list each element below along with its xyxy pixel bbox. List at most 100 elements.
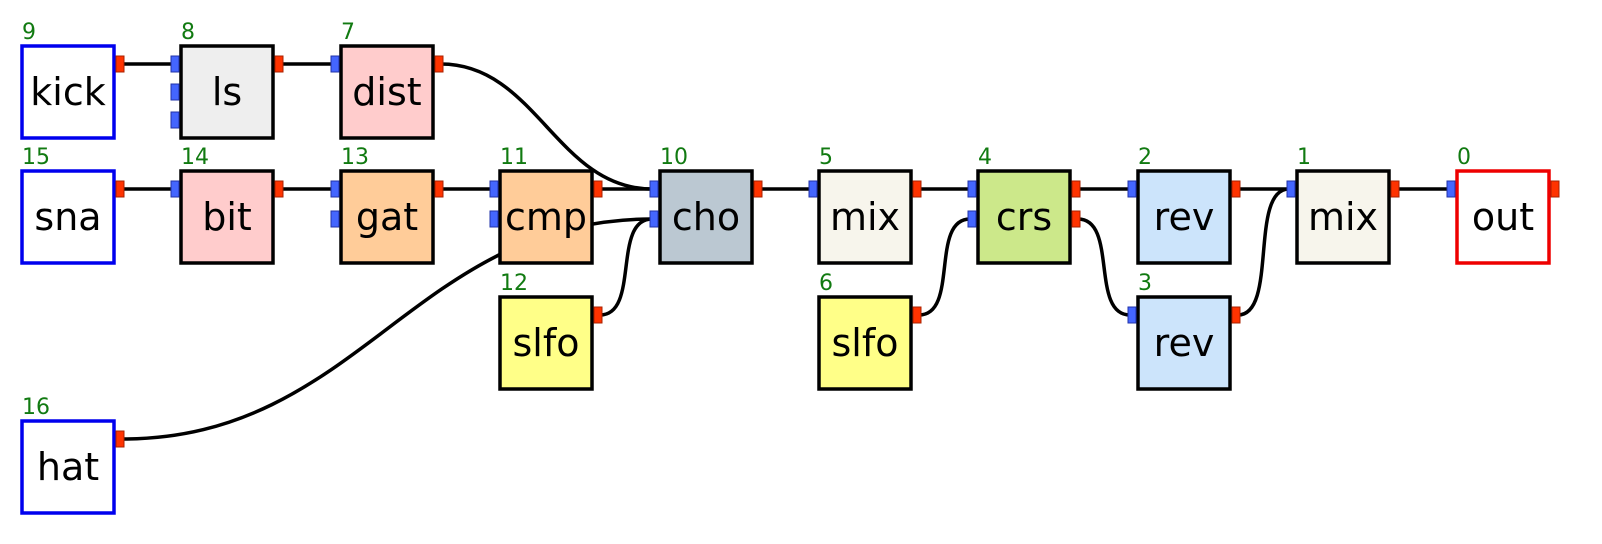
inlet-port-1[interactable] — [967, 210, 977, 228]
node-label: ls — [212, 70, 242, 114]
node-mix-5[interactable]: mix 5 — [808, 145, 922, 265]
node-id-label: 5 — [819, 145, 833, 170]
outlet-port-0[interactable] — [115, 180, 125, 198]
inlet-port-1[interactable] — [170, 83, 180, 101]
outlet-port-0[interactable] — [912, 180, 922, 198]
inlet-port-0[interactable] — [330, 180, 340, 198]
wire-12-to-10[interactable] — [599, 217, 653, 317]
outlet-port-0[interactable] — [115, 55, 125, 73]
node-box[interactable] — [179, 169, 275, 265]
node-label: dist — [352, 70, 421, 114]
node-id-label: 11 — [500, 145, 528, 170]
node-label: cmp — [505, 195, 587, 239]
inlet-port-0[interactable] — [170, 180, 180, 198]
node-label: hat — [37, 445, 99, 489]
outlet-port-0[interactable] — [115, 430, 125, 448]
node-label: sna — [34, 195, 101, 239]
node-box[interactable] — [339, 169, 435, 265]
node-id-label: 7 — [341, 20, 355, 45]
outlet-port-0[interactable] — [753, 180, 763, 198]
wire-layer — [121, 62, 1449, 441]
node-id-label: 9 — [22, 20, 36, 45]
node-label: slfo — [832, 321, 899, 365]
outlet-port-0[interactable] — [1390, 180, 1400, 198]
outlet-port-0[interactable] — [1071, 180, 1081, 198]
node-id-label: 14 — [181, 145, 209, 170]
outlet-port-0[interactable] — [593, 180, 603, 198]
node-label: rev — [1154, 195, 1215, 239]
outlet-port-0[interactable] — [434, 55, 444, 73]
node-hat-16[interactable]: hat 16 — [20, 395, 125, 515]
node-box[interactable] — [1136, 295, 1232, 391]
node-box[interactable] — [339, 44, 435, 140]
inlet-port-0[interactable] — [1446, 180, 1456, 198]
inlet-port-0[interactable] — [330, 55, 340, 73]
node-label: mix — [830, 195, 900, 239]
outlet-port-0[interactable] — [912, 306, 922, 324]
node-box[interactable] — [498, 169, 594, 265]
node-box[interactable] — [179, 44, 275, 140]
node-ls-8[interactable]: ls8 — [170, 20, 284, 140]
wire-4-to-3[interactable] — [1077, 217, 1131, 317]
inlet-port-2[interactable] — [170, 111, 180, 129]
node-box[interactable] — [817, 169, 913, 265]
node-id-label: 0 — [1457, 145, 1471, 170]
wire-7-to-10[interactable] — [440, 62, 653, 191]
node-box[interactable] — [20, 419, 116, 515]
inlet-port-0[interactable] — [808, 180, 818, 198]
node-label: mix — [1308, 195, 1378, 239]
inlet-port-0[interactable] — [489, 180, 499, 198]
node-id-label: 4 — [978, 145, 992, 170]
outlet-port-0[interactable] — [1550, 180, 1560, 198]
node-id-label: 16 — [22, 395, 50, 420]
node-label: slfo — [513, 321, 580, 365]
node-box[interactable] — [498, 295, 594, 391]
node-dist-7[interactable]: dist 7 — [330, 20, 444, 140]
outlet-port-0[interactable] — [274, 180, 284, 198]
inlet-port-1[interactable] — [330, 210, 340, 228]
outlet-port-1[interactable] — [1071, 210, 1081, 228]
wire-6-to-4[interactable] — [918, 217, 971, 317]
node-id-label: 10 — [660, 145, 688, 170]
outlet-port-0[interactable] — [593, 306, 603, 324]
node-id-label: 3 — [1138, 271, 1152, 296]
node-label: rev — [1154, 321, 1215, 365]
node-box[interactable] — [817, 295, 913, 391]
node-cmp-11[interactable]: cmp 11 — [489, 145, 603, 265]
inlet-port-1[interactable] — [649, 210, 659, 228]
inlet-port-0[interactable] — [1127, 306, 1137, 324]
wire-3-to-1[interactable] — [1237, 187, 1290, 317]
node-cho-10[interactable]: cho 10 — [649, 145, 763, 265]
node-box[interactable] — [658, 169, 754, 265]
inlet-port-0[interactable] — [1286, 180, 1296, 198]
inlet-port-0[interactable] — [1127, 180, 1137, 198]
node-box[interactable] — [1295, 169, 1391, 265]
node-label: cho — [672, 195, 740, 239]
inlet-port-0[interactable] — [170, 55, 180, 73]
inlet-port-0[interactable] — [649, 180, 659, 198]
node-box[interactable] — [1455, 169, 1551, 265]
outlet-port-0[interactable] — [1231, 306, 1241, 324]
outlet-port-0[interactable] — [434, 180, 444, 198]
node-box[interactable] — [976, 169, 1072, 265]
outlet-port-0[interactable] — [274, 55, 284, 73]
node-box[interactable] — [20, 44, 116, 140]
node-box[interactable] — [20, 169, 116, 265]
node-label: gat — [356, 195, 418, 239]
node-box[interactable] — [1136, 169, 1232, 265]
inlet-port-1[interactable] — [489, 210, 499, 228]
inlet-port-0[interactable] — [967, 180, 977, 198]
outlet-port-0[interactable] — [1231, 180, 1241, 198]
